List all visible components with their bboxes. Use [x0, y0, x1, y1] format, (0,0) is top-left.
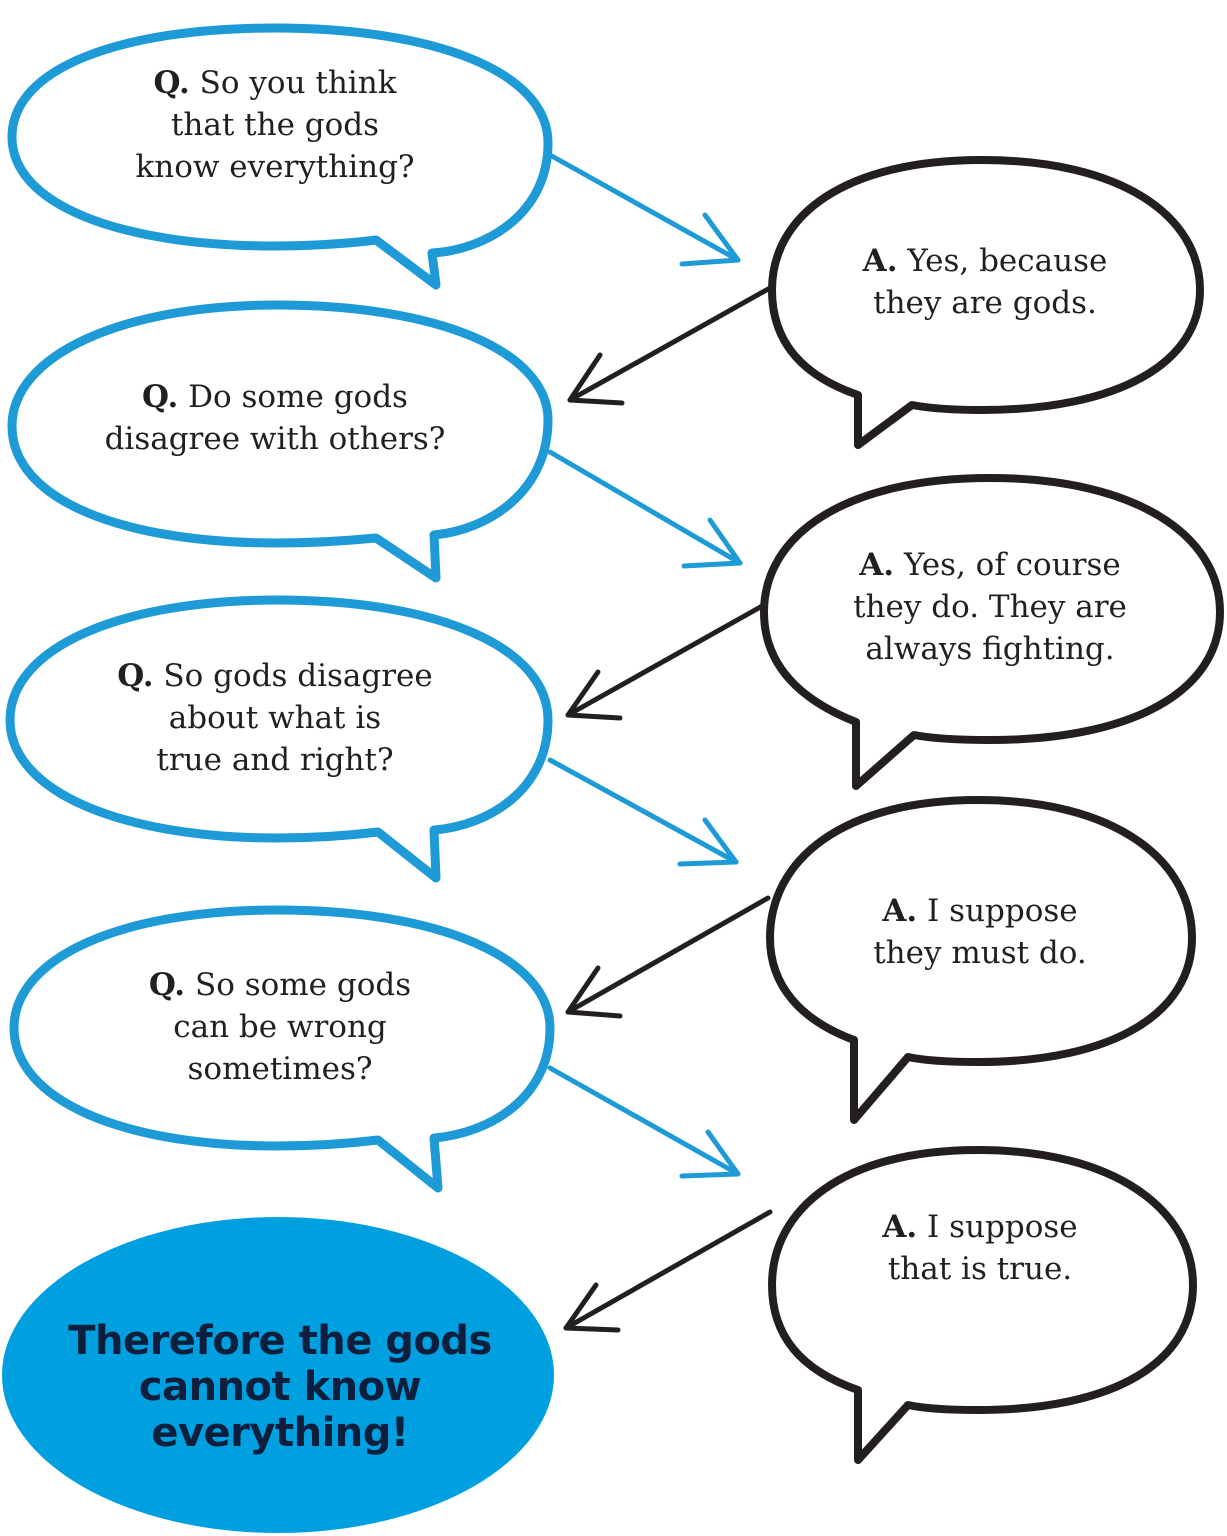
answer-3-tag: A. [882, 893, 918, 929]
answer-bubble-1 [768, 156, 1204, 449]
answer-2-tag: A. [859, 547, 895, 583]
question-3-body: So gods disagree about what is true and … [156, 658, 433, 778]
arrow-a1-to-q2 [567, 285, 773, 406]
question-2-body: Do some gods disagree with others? [104, 379, 446, 457]
question-bubble-4 [9, 905, 555, 1193]
question-1-body: So you think that the gods know everythi… [135, 65, 415, 185]
arrow-q3-to-a3 [547, 757, 739, 867]
answer-bubble-3 [766, 796, 1196, 1124]
answer-4-tag: A. [882, 1209, 918, 1245]
question-2-tag: Q. [142, 379, 179, 415]
question-3-tag: Q. [117, 658, 154, 694]
question-1-text: Q. So you think that the gods know every… [60, 62, 490, 188]
answer-1-tag: A. [862, 243, 898, 279]
conclusion-ellipse [2, 1217, 554, 1533]
question-2-text: Q. Do some gods disagree with others? [40, 376, 510, 460]
arrow-q4-to-a4 [547, 1065, 741, 1179]
question-1-tag: Q. [153, 65, 190, 101]
answer-2-text: A. Yes, of course they do. They are alwa… [790, 544, 1190, 670]
arrow-a3-to-q4 [565, 895, 771, 1019]
answer-bubble-2 [760, 474, 1224, 790]
arrow-a4-to-conclusion [563, 1209, 773, 1333]
answer-1-text: A. Yes, because they are gods. [790, 240, 1180, 324]
answer-4-text: A. I suppose that is true. [790, 1206, 1170, 1290]
answer-1-body: Yes, because they are gods. [873, 243, 1108, 321]
question-4-tag: Q. [148, 967, 186, 1003]
arrow-q2-to-a2 [547, 449, 743, 569]
arrow-q1-to-a1 [547, 152, 741, 267]
question-3-text: Q. So gods disagree about what is true a… [40, 655, 510, 781]
question-4-text: Q. So some gods can be wrong sometimes? [40, 964, 520, 1090]
answer-4-body: I suppose that is true. [887, 1209, 1078, 1287]
question-bubble-2 [7, 300, 553, 583]
question-bubble-1 [7, 23, 553, 290]
question-4-body: So some gods can be wrong sometimes? [173, 967, 412, 1087]
arrow-a2-to-q3 [565, 602, 767, 721]
answer-bubble-4 [768, 1146, 1197, 1464]
conclusion-text: Therefore the gods cannot know everythin… [68, 1318, 492, 1456]
answer-3-text: A. I suppose they must do. [790, 890, 1170, 974]
answer-3-body: I suppose they must do. [873, 893, 1087, 971]
answer-2-body: Yes, of course they do. They are always … [853, 547, 1127, 667]
question-bubble-3 [5, 595, 553, 883]
